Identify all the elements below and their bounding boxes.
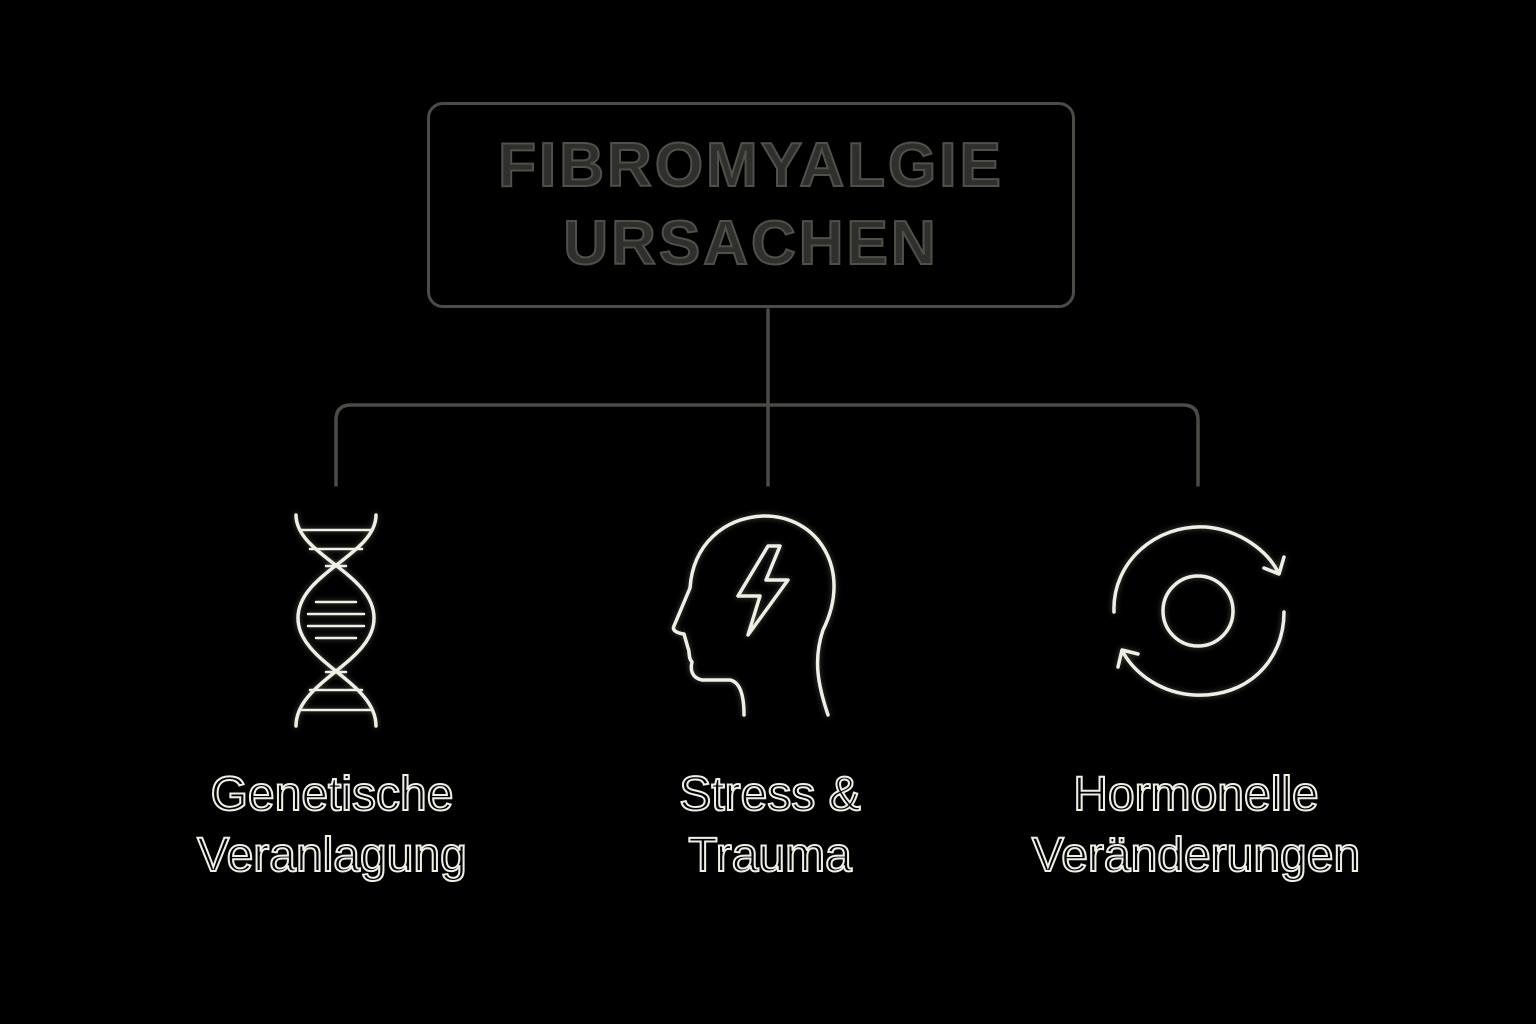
cause-label-genetic: Genetische Veranlagung [122, 764, 542, 886]
dna-icon [286, 510, 386, 735]
cycle-arrows-icon [1106, 522, 1292, 700]
branch-connector [334, 403, 1200, 487]
cause-label-hormonal: Hormonelle Veränderungen [986, 764, 1406, 886]
arrowhead-top [1262, 555, 1286, 576]
cause-label-line-2: Trauma [687, 828, 853, 883]
cause-label-line-1: Hormonelle [1072, 767, 1319, 822]
cause-label-line-2: Veränderungen [1031, 828, 1361, 883]
arrowhead-bottom [1116, 648, 1140, 669]
head-lightning-icon [668, 510, 853, 725]
title-line-2: URSACHEN [562, 208, 939, 279]
title-line-1: FIBROMYALGIE [497, 130, 1004, 201]
cause-label-line-1: Genetische [210, 767, 455, 822]
title-box: FIBROMYALGIE URSACHEN [427, 102, 1075, 308]
cause-label-line-1: Stress & [678, 767, 861, 822]
cause-label-line-2: Veranlagung [196, 828, 468, 883]
lightning-bolt [736, 544, 790, 637]
cause-label-stress: Stress & Trauma [560, 764, 980, 886]
center-ring [1161, 574, 1235, 648]
